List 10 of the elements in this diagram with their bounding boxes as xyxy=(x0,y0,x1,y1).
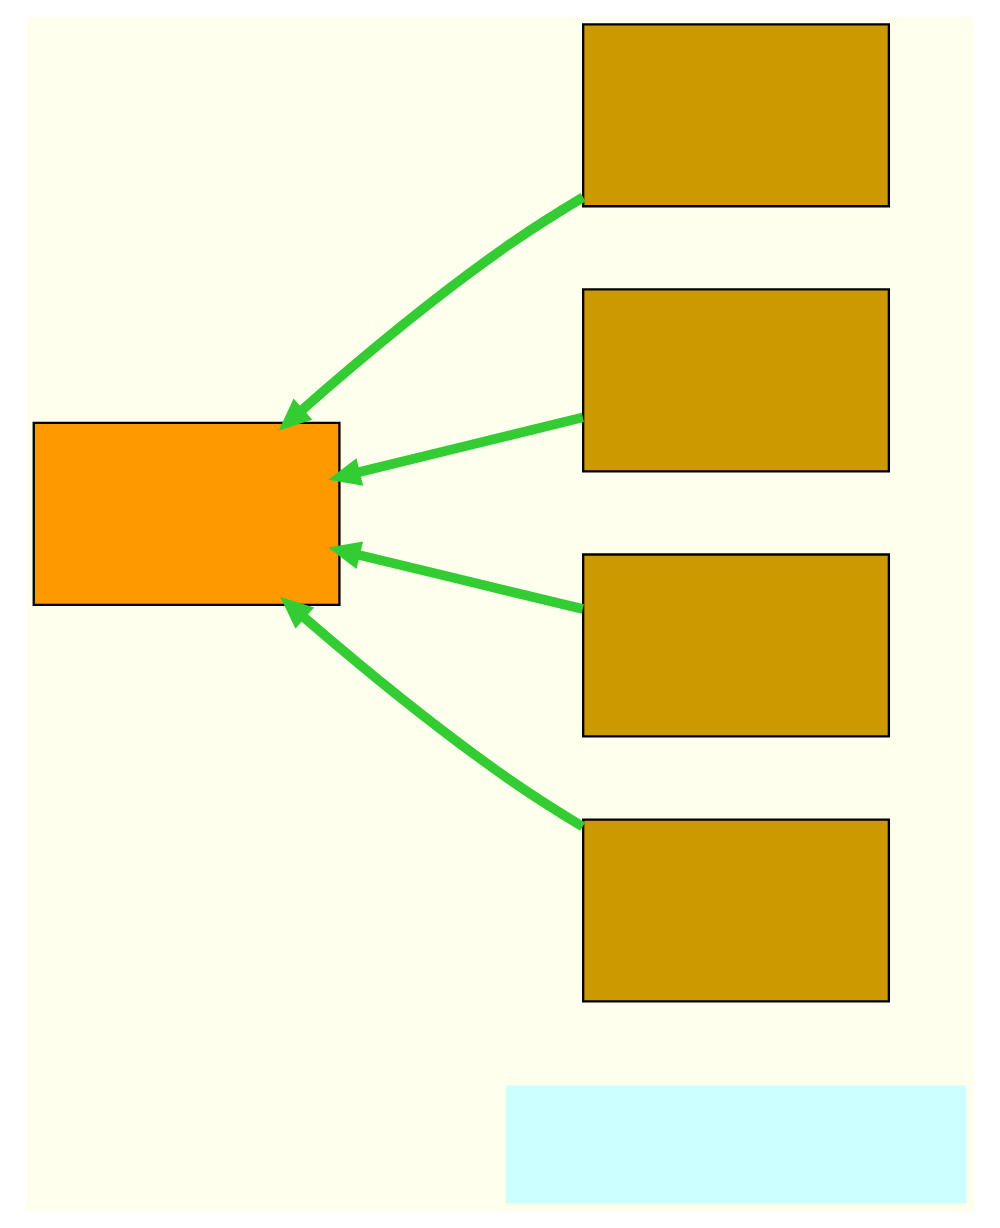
arrow xyxy=(280,596,586,831)
arrow xyxy=(328,412,584,486)
node-box xyxy=(582,288,891,473)
node-box xyxy=(32,421,341,606)
arrow xyxy=(328,541,584,614)
node-box xyxy=(582,553,891,738)
node-box xyxy=(505,1085,967,1204)
arrow xyxy=(278,193,586,431)
node-box xyxy=(582,818,891,1003)
node-box xyxy=(582,23,891,208)
